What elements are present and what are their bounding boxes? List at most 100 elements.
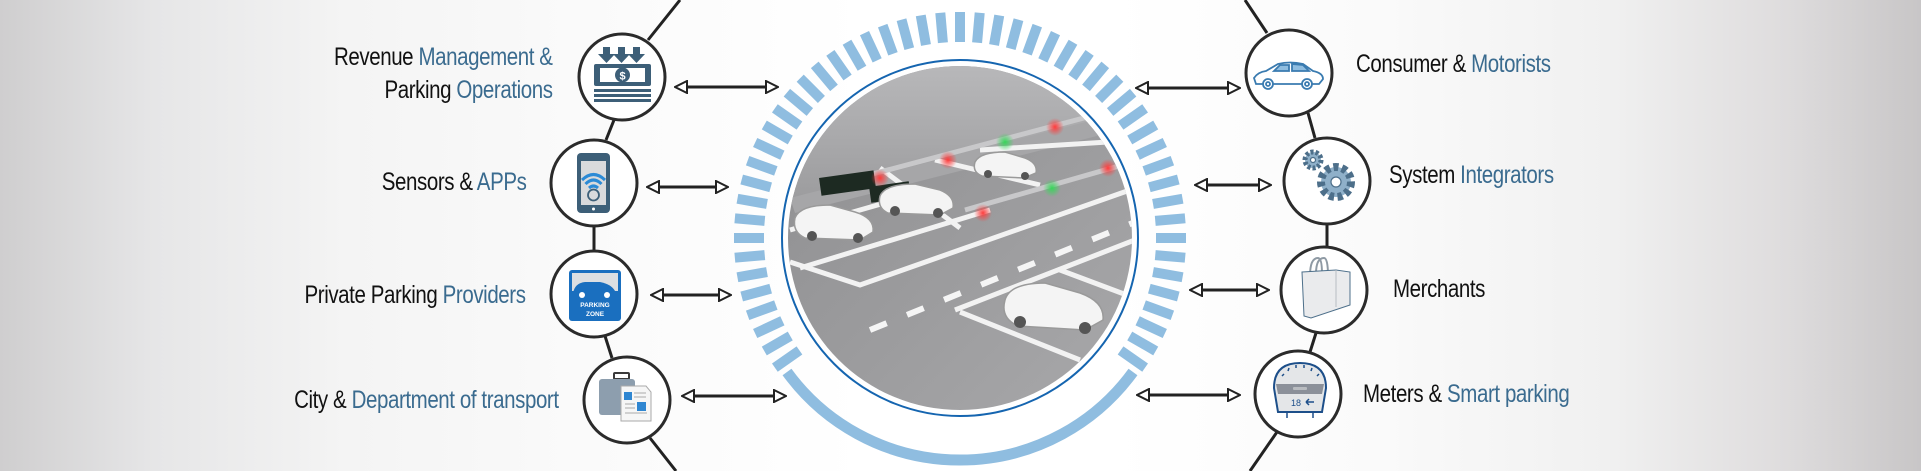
label-text-dark: Consumer & bbox=[1356, 50, 1472, 78]
label-text-dark: City & bbox=[294, 386, 352, 414]
node-revenue-management: $ bbox=[577, 32, 667, 122]
label-sensors-apps: Sensors & APPs bbox=[381, 166, 526, 199]
label-city-transport: City & Department of transport bbox=[294, 384, 559, 417]
parking-meter-icon: 18 bbox=[1272, 361, 1328, 418]
parking-zone-text-1: PARKING bbox=[580, 302, 610, 309]
node-sensors-apps bbox=[549, 138, 639, 228]
ring-tick bbox=[935, 12, 948, 44]
ring-tick bbox=[842, 39, 867, 71]
ring-tick bbox=[1148, 174, 1180, 193]
right-connector-spine bbox=[1243, 0, 1329, 471]
parking-zone-text-2: ZONE bbox=[586, 311, 605, 318]
left-connector-spine bbox=[592, 0, 682, 471]
left-arrows bbox=[648, 87, 785, 396]
ring-tick bbox=[745, 156, 778, 176]
label-text-dark: Private Parking bbox=[304, 281, 444, 309]
label-text-accent: Department of transport bbox=[351, 386, 559, 414]
ring-tick bbox=[896, 18, 915, 50]
tick-ring bbox=[734, 12, 1186, 372]
ring-tick bbox=[740, 283, 772, 302]
label-revenue-management: Revenue Management & Parking Operations bbox=[334, 41, 553, 107]
ring-tick bbox=[734, 250, 766, 263]
label-consumer-motorists: Consumer & Motorists bbox=[1356, 48, 1551, 81]
ring-tick bbox=[878, 23, 898, 56]
ring-tick bbox=[753, 316, 785, 339]
ring-tick bbox=[1127, 331, 1159, 356]
label-text-accent: Smart parking bbox=[1447, 380, 1570, 408]
label-text-accent: Providers bbox=[443, 281, 526, 309]
ring-tick bbox=[810, 61, 838, 92]
ring-tick bbox=[1135, 316, 1167, 339]
node-meters-smart-parking: 18 bbox=[1253, 349, 1343, 439]
node-city-transport bbox=[582, 355, 672, 445]
ring-tick bbox=[1142, 156, 1175, 176]
ring-tick bbox=[1148, 283, 1180, 302]
node-system-integrators bbox=[1282, 136, 1372, 226]
label-private-parking: Private Parking Providers bbox=[305, 279, 526, 312]
briefcase-documents-icon bbox=[599, 372, 652, 422]
ring-tick bbox=[772, 104, 803, 130]
label-system-integrators: System Integrators bbox=[1389, 159, 1554, 192]
parking-garage-scene bbox=[780, 58, 1140, 418]
label-text-dark: System bbox=[1389, 161, 1461, 189]
ring-tick bbox=[736, 267, 768, 283]
label-meters-smart-parking: Meters & Smart parking bbox=[1363, 378, 1570, 411]
ring-tick bbox=[1117, 104, 1148, 130]
ring-tick bbox=[1095, 74, 1124, 103]
label-text-dark: Meters & bbox=[1363, 380, 1448, 408]
ring-tick bbox=[989, 14, 1005, 46]
ring-tick bbox=[915, 14, 931, 46]
ring-tick bbox=[972, 12, 985, 44]
ring-tick bbox=[1068, 50, 1094, 81]
label-merchants: Merchants bbox=[1393, 273, 1485, 306]
ring-tick bbox=[1005, 18, 1024, 50]
ring-tick bbox=[761, 120, 793, 145]
bottom-arc bbox=[782, 368, 1138, 466]
shopping-bag-icon bbox=[1301, 256, 1351, 319]
ring-tick bbox=[740, 174, 772, 193]
label-text-dark: Parking bbox=[384, 76, 457, 104]
ring-tick bbox=[1038, 31, 1061, 63]
right-arrows bbox=[1137, 88, 1270, 395]
ring-tick bbox=[826, 50, 852, 81]
ring-tick bbox=[734, 213, 766, 226]
ring-tick bbox=[1152, 193, 1184, 209]
ring-tick bbox=[1106, 88, 1137, 116]
money-stack-icon: $ bbox=[594, 47, 651, 102]
label-text-dark: Revenue bbox=[334, 43, 419, 71]
gears-icon bbox=[1302, 149, 1355, 201]
ring-tick bbox=[783, 88, 814, 116]
label-text-dark: Merchants bbox=[1393, 275, 1486, 303]
ring-tick bbox=[796, 74, 825, 103]
parking-zone-sign-icon: PARKING ZONE bbox=[569, 270, 621, 321]
node-merchants bbox=[1279, 245, 1369, 335]
label-text-dark: Sensors & bbox=[381, 168, 477, 196]
node-private-parking: PARKING ZONE bbox=[549, 249, 639, 339]
label-text-accent: Integrators bbox=[1460, 161, 1554, 189]
ring-tick bbox=[753, 137, 785, 160]
label-text-accent: Motorists bbox=[1471, 50, 1551, 78]
svg-text:$: $ bbox=[619, 71, 625, 83]
smartphone-wifi-icon bbox=[577, 153, 610, 213]
car-icon bbox=[1253, 61, 1324, 90]
ring-tick bbox=[1117, 346, 1148, 372]
ring-tick bbox=[761, 331, 793, 356]
ring-tick bbox=[1154, 213, 1186, 226]
ring-tick bbox=[736, 193, 768, 209]
label-text-accent: APPs bbox=[476, 168, 526, 196]
ring-tick bbox=[745, 300, 778, 320]
ring-tick bbox=[859, 31, 882, 63]
ring-tick bbox=[1053, 39, 1078, 71]
ring-tick bbox=[1022, 23, 1042, 56]
ring-tick bbox=[772, 346, 803, 372]
ring-tick bbox=[1135, 137, 1167, 160]
meter-number: 18 bbox=[1291, 398, 1301, 408]
label-text-accent: Management & bbox=[418, 43, 554, 71]
ring-tick bbox=[1142, 300, 1175, 320]
node-consumer-motorists bbox=[1244, 28, 1334, 118]
ring-tick bbox=[1152, 267, 1184, 283]
ring-tick bbox=[1082, 61, 1110, 92]
ring-tick bbox=[1127, 120, 1159, 145]
label-text-accent: Operations bbox=[456, 76, 554, 104]
